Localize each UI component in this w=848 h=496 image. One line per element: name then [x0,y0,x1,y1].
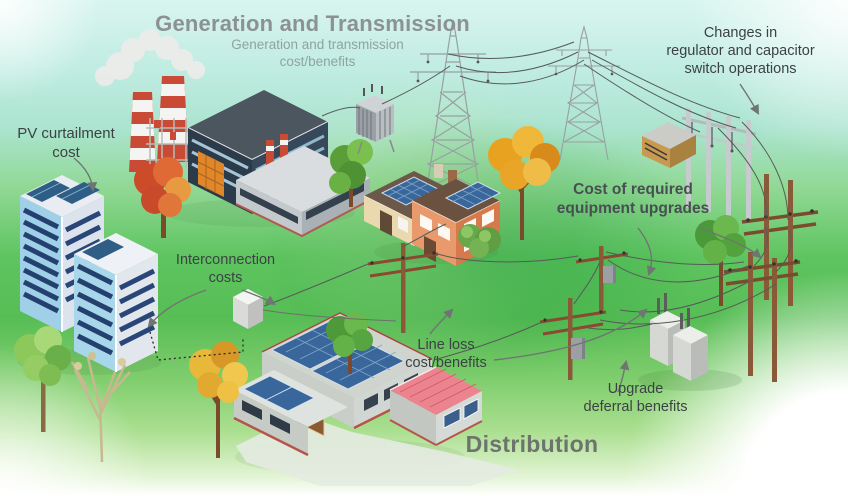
bushes-icon [458,224,501,258]
pole-transformer-a [603,266,615,283]
equipment-upgrades-arrow-1 [637,227,657,276]
line-loss-arc [493,308,648,361]
upgrade-deferral-label: Upgrade deferral benefits [583,381,688,416]
equipment-upgrades-arrow-2 [699,227,762,259]
generation-title-label: Generation and Transmission [155,11,470,36]
line-loss-label: Line loss cost/benefits [405,337,487,372]
tree-red-icon [134,157,191,238]
distribution-pole-a [575,246,629,314]
step-up-transformer-icon [356,84,395,155]
distribution-pole-b [539,298,607,380]
tree-yellow-left-icon [189,341,248,458]
tree-green-center-icon [326,312,373,374]
tree-bare-icon [70,352,131,463]
upgrade-deferral-arrow [617,359,630,393]
pad-transformers-icon [650,293,708,381]
interconnection-label: Interconnection costs [175,252,276,287]
interconnection-box-icon [233,289,263,329]
plant-scaffold [146,118,190,168]
pv-curtailment-label: PV curtailment cost [17,125,115,161]
tree-green-bottomleft-icon [14,326,71,432]
line-loss-arrow [429,308,454,335]
interconnection-arrow-left [147,289,207,328]
transmission-tower-small-icon [548,24,620,161]
generation-subtitle-label: Generation and transmission cost/benefit… [231,37,404,69]
annotation-arrows [73,83,762,393]
interconnection-arrow-right [241,289,276,306]
office-buildings-solar [20,175,158,372]
power-plant-smoke [95,29,205,86]
distribution-pole-center [367,243,439,333]
distribution-label: Distribution [465,431,599,457]
power-lines [262,41,792,361]
equipment-upgrades-label: Cost of required equipment upgrades [556,181,710,218]
tree-green-mid-icon [329,139,373,207]
commercial-building-solar [233,312,520,486]
capacitor-bank-icon [642,122,696,168]
tree-orange-large-icon [488,126,560,240]
service-dotted-line [149,331,244,361]
changes-switch-arrow [739,83,760,115]
pv-curtailment-arrow [73,157,98,193]
changes-switch-label: Changes in regulator and capacitor switc… [666,25,815,78]
wood-poles-upper [741,174,819,306]
